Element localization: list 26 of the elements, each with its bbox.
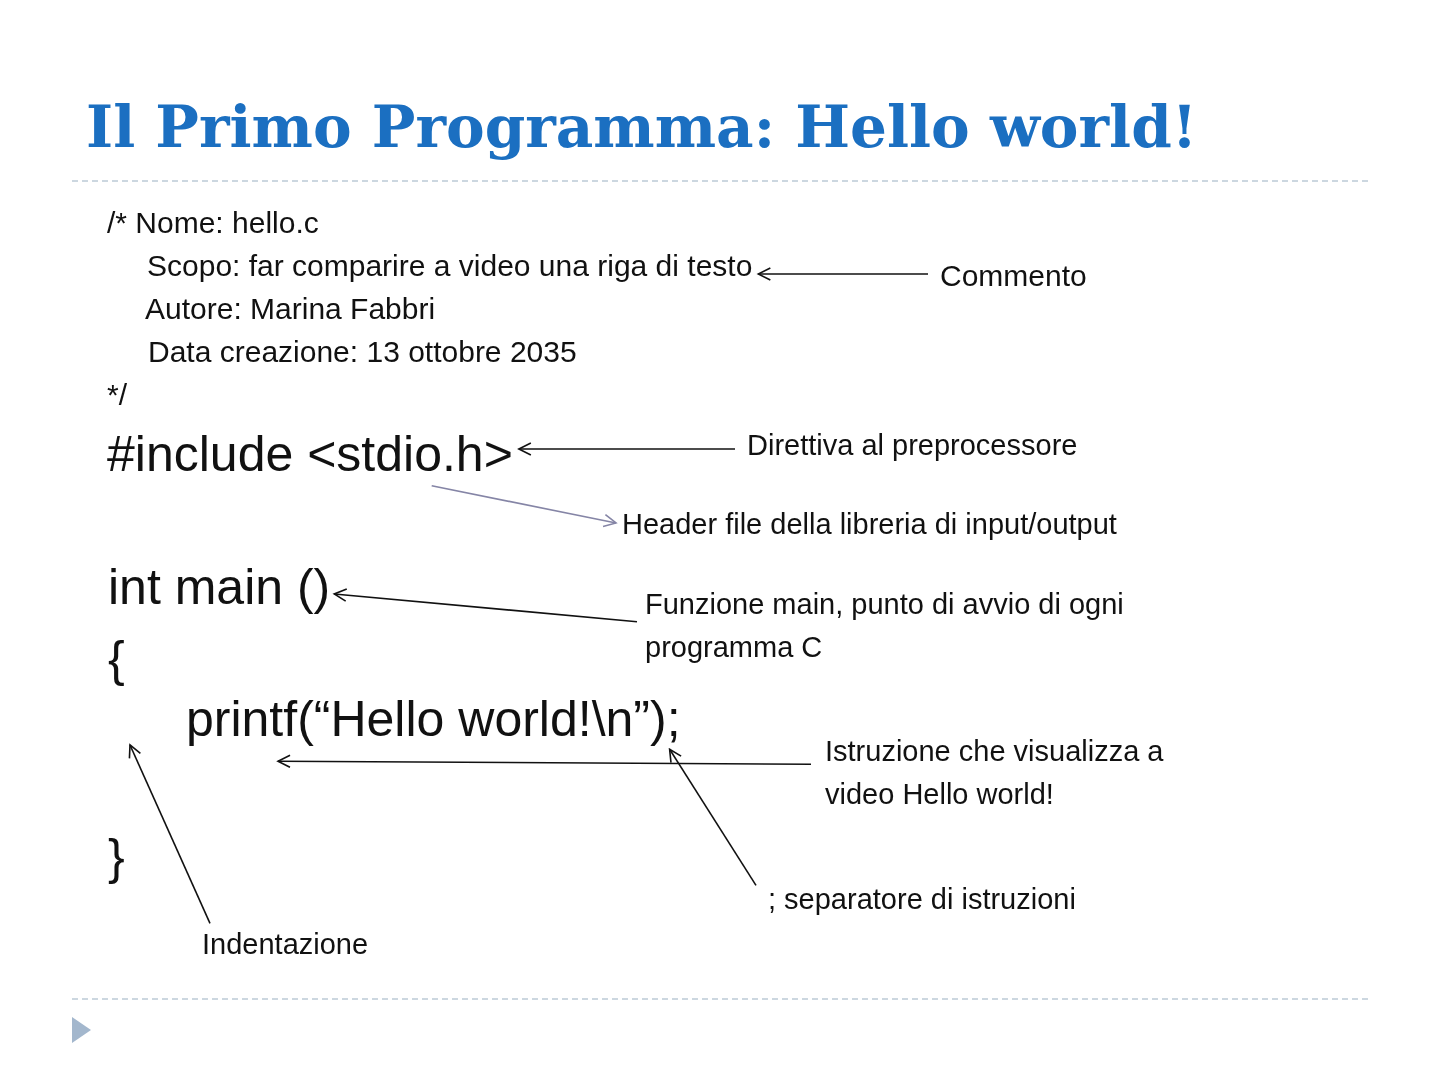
annotation-text: Indentazione: [202, 928, 369, 962]
code-comment: Data creazione: 13 ottobre 2035: [148, 334, 578, 370]
leader-arrow: [518, 442, 736, 456]
code-line: int main (): [108, 559, 331, 617]
leader-arrow: [757, 267, 929, 281]
leader-arrow: [333, 588, 638, 623]
annotation-text: Direttiva al preprocessore: [747, 429, 1078, 463]
annotation-text: Istruzione che visualizza a video Hello world!: [825, 730, 1210, 816]
leader-arrow: [277, 754, 812, 769]
annotation-text: Header file della libreria di input/output: [622, 508, 1117, 542]
leader-arrow: [128, 744, 211, 925]
annotation-text: Funzione main, punto di avvio di ogni programma C: [645, 583, 1205, 669]
leader-arrow: [668, 748, 757, 887]
code-comment: Scopo: far comparire a video una riga di testo: [147, 248, 753, 284]
annotation-text: Commento: [940, 258, 1087, 294]
code-comment: /* Nome: hello.c: [107, 205, 320, 241]
leader-arrow: [430, 484, 617, 528]
annotation-text: ; separatore di istruzioni: [768, 883, 1076, 917]
slide-title: Il Primo Programma: Hello world!: [86, 96, 1198, 160]
code-line: #include <stdio.h>: [107, 426, 513, 484]
code-punctuation: {: [108, 631, 125, 689]
code-line: printf(“Hello world!\n”): [186, 691, 667, 748]
code-comment: Autore: Marina Fabbri: [145, 291, 437, 327]
code-comment: */: [107, 377, 128, 413]
code-punctuation: }: [108, 829, 125, 887]
code-punctuation: ;: [666, 691, 681, 748]
